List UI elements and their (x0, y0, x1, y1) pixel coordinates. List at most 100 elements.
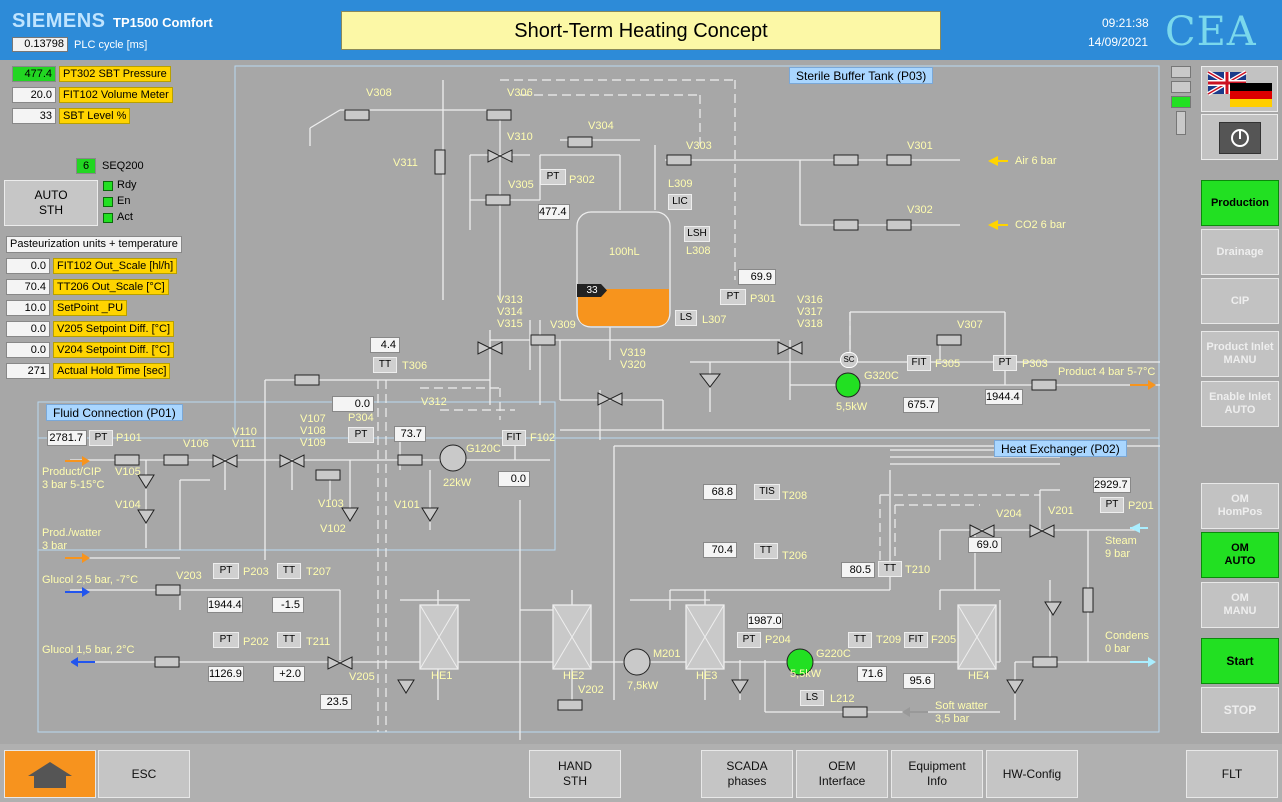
lic-instrument[interactable]: LIC (668, 194, 692, 210)
v320-label[interactable]: V320 (620, 359, 646, 371)
om-auto-button[interactable]: OM AUTO (1201, 532, 1279, 578)
v307-label[interactable]: V307 (957, 319, 983, 331)
v111-label[interactable]: V111 (232, 438, 257, 450)
v110-label[interactable]: V110 (232, 426, 257, 438)
v107-label[interactable]: V107 (300, 413, 326, 425)
auto-sth-button[interactable]: AUTO STH (4, 180, 98, 226)
v312-value: 73.7 (394, 426, 426, 442)
product-inlet-manu-button[interactable]: Product Inlet MANU (1201, 331, 1279, 377)
past-value-1: 70.4 (6, 279, 50, 295)
v312-label[interactable]: V312 (421, 396, 447, 408)
v201-label[interactable]: V201 (1048, 505, 1074, 517)
m201-label[interactable]: M201 (653, 648, 681, 660)
v301-label[interactable]: V301 (907, 140, 933, 152)
v313-label[interactable]: V313 (497, 294, 523, 306)
start-button[interactable]: Start (1201, 638, 1279, 684)
lsh-instrument[interactable]: LSH (684, 226, 710, 242)
pt-p304[interactable]: PT (348, 427, 374, 443)
tis-t208[interactable]: TIS (754, 484, 780, 500)
stop-button[interactable]: STOP (1201, 687, 1279, 733)
pt-p101[interactable]: PT (89, 430, 113, 446)
esc-button[interactable]: ESC (98, 750, 190, 798)
v101-label[interactable]: V101 (394, 499, 420, 511)
tt-t206[interactable]: TT (754, 543, 778, 559)
pt-p204[interactable]: PT (737, 632, 761, 648)
v319-label[interactable]: V319 (620, 347, 646, 359)
v305-label[interactable]: V305 (508, 179, 534, 191)
v316-label[interactable]: V316 (797, 294, 823, 306)
p301-label: P301 (750, 293, 776, 305)
air-supply-label: Air 6 bar (1015, 155, 1057, 167)
g320c-label[interactable]: G320C (864, 370, 899, 382)
v104-label[interactable]: V104 (115, 499, 141, 511)
om-manu-button[interactable]: OM MANU (1201, 582, 1279, 628)
v108-label[interactable]: V108 (300, 425, 326, 437)
enable-inlet-auto-button[interactable]: Enable Inlet AUTO (1201, 381, 1279, 427)
cip-button[interactable]: CIP (1201, 278, 1279, 324)
v314-label[interactable]: V314 (497, 306, 523, 318)
pt-p302[interactable]: PT (540, 169, 566, 185)
v311-label[interactable]: V311 (393, 157, 418, 169)
tt-t207[interactable]: TT (277, 563, 301, 579)
power-button[interactable] (1201, 114, 1278, 160)
v105-label[interactable]: V105 (115, 466, 141, 478)
equipment-info-button[interactable]: Equipment Info (891, 750, 983, 798)
v106-label[interactable]: V106 (183, 438, 209, 450)
g220c-label[interactable]: G220C (816, 648, 851, 660)
v303-label[interactable]: V303 (686, 140, 712, 152)
p101-value: 2781.7 (47, 430, 87, 446)
pt302-label: PT302 SBT Pressure (59, 66, 171, 82)
page-title: Short-Term Heating Concept (341, 11, 941, 50)
v317-label[interactable]: V317 (797, 306, 823, 318)
hand-sth-button[interactable]: HAND STH (529, 750, 621, 798)
hw-config-button[interactable]: HW-Config (986, 750, 1078, 798)
v306-label[interactable]: V306 (507, 87, 533, 99)
brand-name: SIEMENS (12, 10, 106, 32)
scada-phases-line1: SCADA (726, 759, 768, 773)
t208-label: T208 (782, 490, 808, 502)
v302-label[interactable]: V302 (907, 204, 933, 216)
product-in-label: Product/CIP (42, 466, 102, 478)
v308-label[interactable]: V308 (366, 87, 392, 99)
oem-interface-line1: OEM (828, 759, 856, 773)
tt-t210[interactable]: TT (878, 561, 902, 577)
g120c-label[interactable]: G120C (466, 443, 501, 455)
v318-label[interactable]: V318 (797, 318, 823, 330)
pt-p303[interactable]: PT (993, 355, 1017, 371)
production-button[interactable]: Production (1201, 180, 1279, 226)
v204-label[interactable]: V204 (996, 508, 1022, 520)
v309-label[interactable]: V309 (550, 319, 576, 331)
v203-label[interactable]: V203 (176, 570, 202, 582)
pt-p201[interactable]: PT (1100, 497, 1124, 513)
home-button[interactable] (4, 750, 96, 798)
v109-label[interactable]: V109 (300, 437, 326, 449)
v304-label[interactable]: V304 (588, 120, 614, 132)
v202-label[interactable]: V202 (578, 684, 604, 696)
fit-f305[interactable]: FIT (907, 355, 931, 371)
pt-p301[interactable]: PT (720, 289, 746, 305)
fit-f205[interactable]: FIT (904, 632, 928, 648)
v310-label[interactable]: V310 (507, 131, 533, 143)
tt-t306[interactable]: TT (373, 357, 397, 373)
oem-interface-button[interactable]: OEM Interface (796, 750, 888, 798)
v315-label[interactable]: V315 (497, 318, 523, 330)
om-hompos-button[interactable]: OM HomPos (1201, 483, 1279, 529)
pt-p202[interactable]: PT (213, 632, 239, 648)
past-value-5: 271 (6, 363, 50, 379)
flt-button[interactable]: FLT (1186, 750, 1278, 798)
tt-t211[interactable]: TT (277, 632, 301, 648)
drainage-button[interactable]: Drainage (1201, 229, 1279, 275)
equipment-info-line1: Equipment (908, 759, 966, 773)
v102-label[interactable]: V102 (320, 523, 346, 535)
pt-p203[interactable]: PT (213, 563, 239, 579)
past-label-0: FIT102 Out_Scale [hl/h] (53, 258, 178, 274)
tt-t209[interactable]: TT (848, 632, 872, 648)
language-switch-button[interactable] (1201, 66, 1278, 112)
status-indicator-1 (1171, 66, 1191, 78)
fit-f102[interactable]: FIT (502, 430, 526, 446)
scada-phases-button[interactable]: SCADA phases (701, 750, 793, 798)
v103-label[interactable]: V103 (318, 498, 344, 510)
ls-l307[interactable]: LS (675, 310, 697, 326)
ls-l212[interactable]: LS (800, 690, 824, 706)
v205-label[interactable]: V205 (349, 671, 375, 683)
